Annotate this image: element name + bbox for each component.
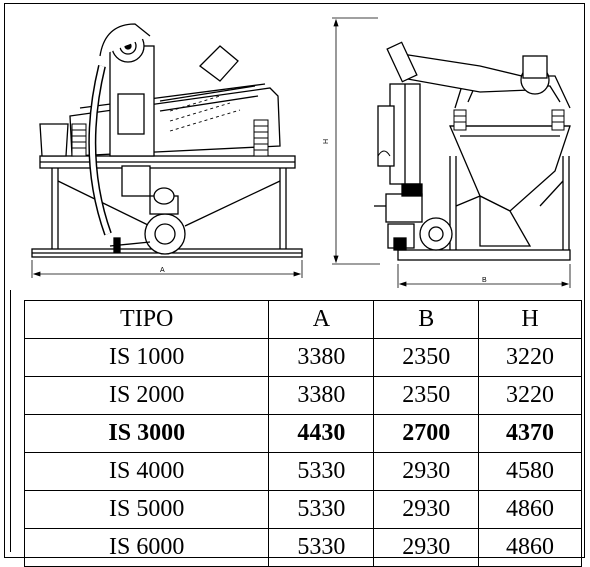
header-tipo: TIPO [23,300,270,339]
left-margin-rule [10,290,11,552]
dimension-label-b: B [482,277,487,284]
header-h: H [478,300,582,339]
cell-b: 2930 [373,490,480,529]
dimension-label-a: A [160,267,165,274]
table-row: IS 2000 3380 2350 3220 [23,376,582,415]
cell-h: 4580 [478,452,582,491]
cell-b: 2350 [373,338,480,377]
cell-h: 4860 [478,490,582,529]
dimensions-table: TIPO A B H IS 1000 3380 2350 3220 IS 200… [23,300,582,567]
cell-a: 3380 [268,338,375,377]
cell-a: 5330 [268,452,375,491]
side-view-drawing [332,17,571,288]
cell-b: 2700 [373,414,480,453]
cell-a: 4430 [268,414,375,453]
table-row: IS 4000 5330 2930 4580 [23,452,582,491]
header-b: B [373,300,480,339]
cell-tipo: IS 1000 [23,338,270,377]
machine-technical-drawing: A [31,17,571,288]
table-header-row: TIPO A B H [23,300,582,339]
cell-a: 3380 [268,376,375,415]
cell-h: 3220 [478,376,582,415]
cell-h: 4370 [478,414,582,453]
table-row-highlighted: IS 3000 4430 2700 4370 [23,414,582,453]
table-row: IS 5000 5330 2930 4860 [23,490,582,529]
cell-tipo: IS 5000 [23,490,270,529]
cell-b: 2350 [373,376,480,415]
front-view-drawing [31,23,303,278]
cell-tipo: IS 4000 [23,452,270,491]
cell-tipo: IS 3000 [23,414,270,453]
dimension-label-h: H [323,139,330,144]
cell-a: 5330 [268,490,375,529]
cell-b: 2930 [373,452,480,491]
cell-h: 3220 [478,338,582,377]
header-a: A [268,300,375,339]
table-row: IS 1000 3380 2350 3220 [23,338,582,377]
cell-tipo: IS 2000 [23,376,270,415]
